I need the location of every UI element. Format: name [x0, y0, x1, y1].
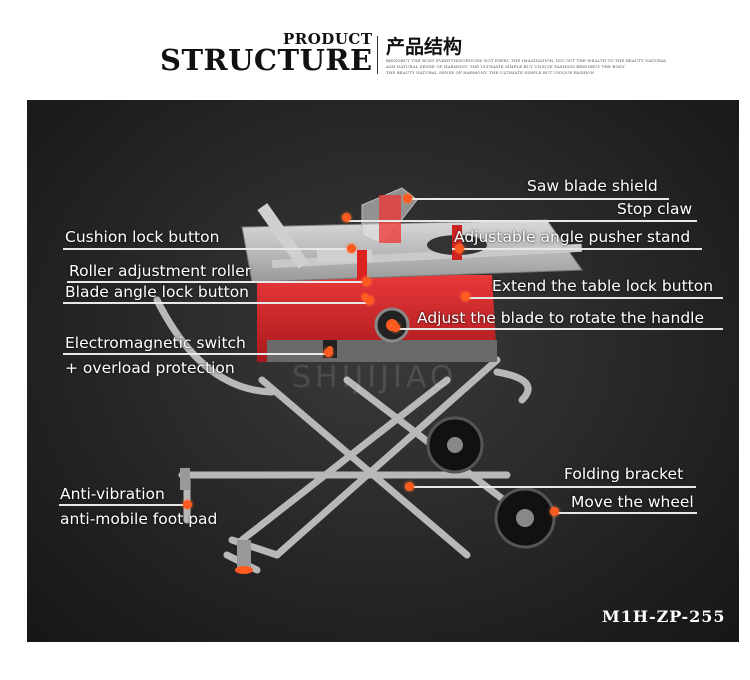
leader-line [555, 512, 697, 514]
label-adjust-blade-rotate-handle: Adjust the blade to rotate the handle [417, 309, 704, 327]
leader-line [397, 328, 723, 330]
watermark: SHIJIJIAO [292, 360, 458, 395]
callout-dot [362, 277, 371, 286]
foot-pad [237, 540, 251, 568]
label-extend-table-lock-button: Extend the table lock button [492, 277, 714, 295]
callout-dot [403, 194, 412, 203]
label-electromagnetic-switch: Electromagnetic switch [65, 334, 246, 352]
callout-dot [461, 292, 470, 301]
callout-dot [455, 244, 464, 253]
label-anti-vibration: Anti-vibration [60, 485, 165, 503]
label-roller-adjustment-roller: Roller adjustment roller [69, 262, 252, 280]
callout-dot [324, 348, 333, 357]
leader-line [467, 297, 723, 299]
wheel [426, 416, 556, 549]
callout-dot [183, 500, 192, 509]
leader-line [411, 486, 696, 488]
callout-dot [347, 244, 356, 253]
callout-dot [391, 323, 400, 332]
label-anti-mobile-foot-pad: anti-mobile foot pad [60, 510, 218, 528]
label-saw-blade-shield: Saw blade shield [527, 177, 658, 195]
label-folding-bracket: Folding bracket [564, 465, 684, 483]
callout-dot [342, 213, 351, 222]
callout-dot [405, 482, 414, 491]
header-divider [377, 36, 378, 74]
callout-dot [365, 296, 374, 305]
header-fine-print: THE BEAUTY NATURAL SENSE OF HARMONY, THE… [386, 70, 595, 75]
label-move-the-wheel: Move the wheel [571, 493, 694, 511]
leader-line [63, 353, 329, 355]
leader-line [63, 302, 369, 304]
header-fine-print: BRINGBUY THE BODY EVERYTHINGROUND NOT EX… [386, 58, 667, 63]
callout-dot [550, 507, 559, 516]
leader-line [63, 248, 353, 250]
leader-line [452, 248, 702, 250]
header-fine-print: ASH NATURAL SENSE OF HARMONY. THE ULTIMA… [386, 64, 625, 69]
label-adjustable-angle-pusher-stand: Adjustable angle pusher stand [454, 228, 691, 246]
leader-line [407, 198, 669, 200]
header: PRODUCT STRUCTURE 产品结构 BRINGBUY THE BODY… [0, 0, 750, 100]
label-stop-claw: Stop claw [617, 200, 693, 218]
leader-line [59, 504, 187, 506]
header-chinese-title: 产品结构 [386, 36, 463, 58]
header-structure: STRUCTURE [160, 43, 373, 77]
table-saw-illustration [153, 187, 583, 574]
product-panel: SHIJIJIAO Saw blade shield Stop claw Cus… [27, 100, 739, 642]
label-overload-protection: + overload protection [65, 359, 235, 377]
label-blade-angle-lock-button: Blade angle lock button [65, 283, 250, 301]
header-product: PRODUCT [283, 30, 373, 48]
leader-line [67, 281, 367, 283]
label-cushion-lock-button: Cushion lock button [65, 228, 220, 246]
saw-table [241, 219, 583, 283]
leader-line [347, 220, 697, 222]
model-number: M1H-ZP-255 [602, 607, 726, 626]
